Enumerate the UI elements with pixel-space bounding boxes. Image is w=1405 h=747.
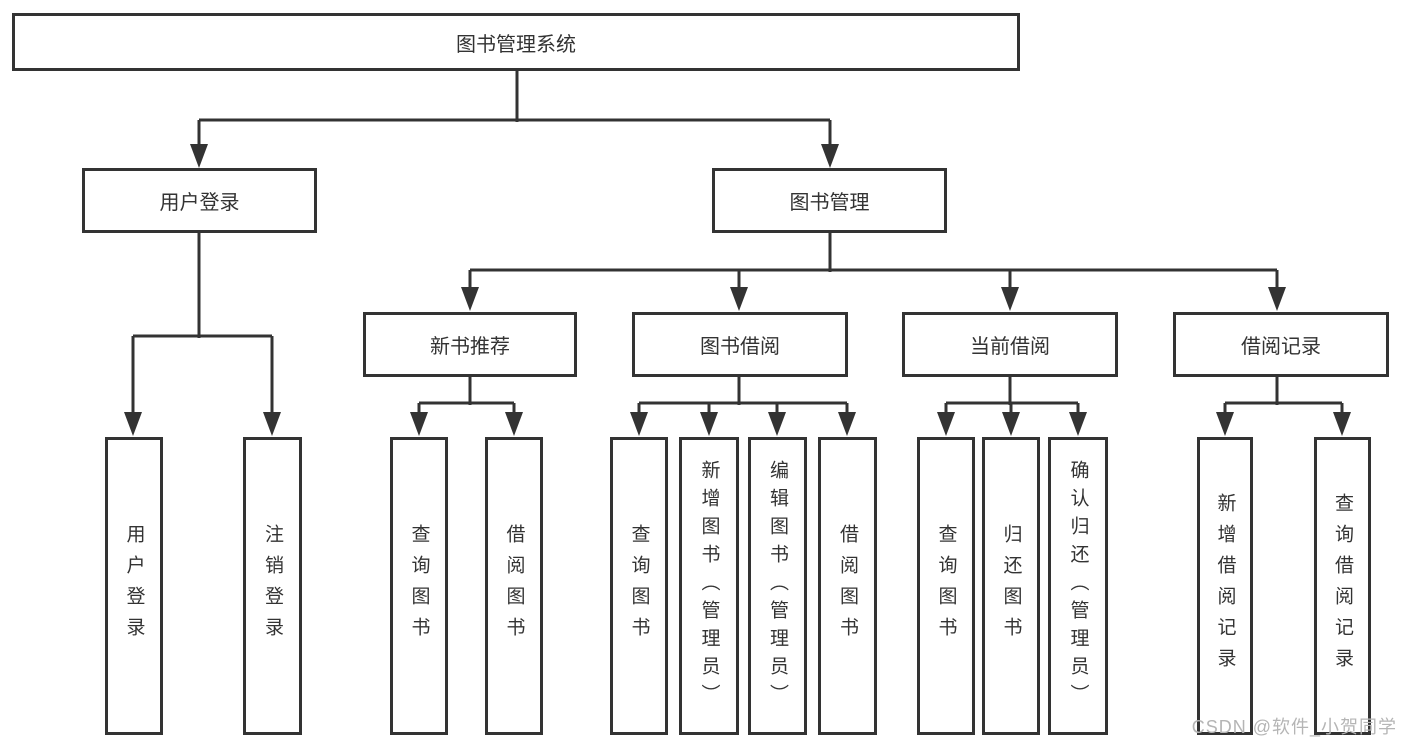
arrowhead-icon bbox=[1333, 412, 1351, 436]
node-label: 用户登录 bbox=[123, 524, 145, 648]
node-label: 图书管理 bbox=[789, 192, 870, 214]
node-label: 编辑图书（管理员） bbox=[767, 460, 788, 712]
node-label: 借阅图书 bbox=[503, 524, 525, 648]
arrowhead-icon bbox=[821, 144, 839, 168]
leaf-add-books-admin: 新增图书（管理员） bbox=[679, 437, 739, 735]
node-book-management: 图书管理 bbox=[712, 168, 947, 233]
node-label: 借阅图书 bbox=[837, 524, 858, 648]
node-label: 查询图书 bbox=[935, 524, 957, 648]
leaf-logout: 注销登录 bbox=[243, 437, 302, 735]
node-label: 新增图书（管理员） bbox=[698, 460, 720, 712]
node-label: 新书推荐 bbox=[430, 336, 510, 358]
node-label: 图书借阅 bbox=[700, 336, 780, 358]
node-label: 归还图书 bbox=[1000, 524, 1022, 648]
arrowhead-icon bbox=[1069, 412, 1087, 436]
connector-current-borrow-children bbox=[944, 377, 1080, 418]
arrowhead-icon bbox=[838, 412, 856, 436]
connector-book-mgmt-children bbox=[468, 233, 1279, 293]
node-current-borrowing: 当前借阅 bbox=[902, 312, 1118, 377]
node-label: 图书管理系统 bbox=[456, 33, 576, 56]
csdn-watermark: CSDN @软件_小贺同学 bbox=[1191, 717, 1397, 737]
connector-new-book-rec-children bbox=[417, 377, 516, 418]
node-label: 查询图书 bbox=[408, 524, 430, 648]
node-root-system: 图书管理系统 bbox=[12, 13, 1020, 71]
node-label: 用户登录 bbox=[159, 192, 240, 214]
node-label: 查询图书 bbox=[628, 524, 650, 648]
arrowheads bbox=[124, 144, 1351, 436]
connector-user-login-children bbox=[131, 233, 274, 418]
node-label: 查询借阅记录 bbox=[1332, 493, 1353, 679]
arrowhead-icon bbox=[937, 412, 955, 436]
arrowhead-icon bbox=[630, 412, 648, 436]
node-new-book-recommend: 新书推荐 bbox=[363, 312, 577, 377]
node-book-borrowing: 图书借阅 bbox=[632, 312, 848, 377]
arrowhead-icon bbox=[1002, 412, 1020, 436]
leaf-return-books: 归还图书 bbox=[982, 437, 1040, 735]
leaf-user-login: 用户登录 bbox=[105, 437, 163, 735]
arrowhead-icon bbox=[1001, 287, 1019, 311]
connector-root-to-level2 bbox=[197, 71, 832, 150]
arrowhead-icon bbox=[730, 287, 748, 311]
arrowhead-icon bbox=[410, 412, 428, 436]
arrowhead-icon bbox=[1268, 287, 1286, 311]
connector-book-borrow-children bbox=[637, 377, 849, 418]
node-borrowing-records: 借阅记录 bbox=[1173, 312, 1389, 377]
leaf-query-borrow-record: 查询借阅记录 bbox=[1314, 437, 1371, 735]
arrowhead-icon bbox=[461, 287, 479, 311]
arrowhead-icon bbox=[263, 412, 281, 436]
leaf-borrow-books: 借阅图书 bbox=[818, 437, 877, 735]
node-label: 当前借阅 bbox=[970, 336, 1050, 358]
arrowhead-icon bbox=[1216, 412, 1234, 436]
arrowhead-icon bbox=[768, 412, 786, 436]
connector-borrow-records-children bbox=[1223, 377, 1344, 418]
node-label: 借阅记录 bbox=[1241, 336, 1321, 358]
node-label: 确认归还（管理员） bbox=[1067, 460, 1089, 712]
node-user-login: 用户登录 bbox=[82, 168, 317, 233]
node-label: 注销登录 bbox=[262, 524, 283, 648]
leaf-confirm-return-admin: 确认归还（管理员） bbox=[1048, 437, 1108, 735]
arrowhead-icon bbox=[700, 412, 718, 436]
leaf-recommend-borrow-books: 借阅图书 bbox=[485, 437, 543, 735]
leaf-add-borrow-record: 新增借阅记录 bbox=[1197, 437, 1253, 735]
arrowhead-icon bbox=[190, 144, 208, 168]
leaf-current-query-books: 查询图书 bbox=[917, 437, 975, 735]
leaf-borrowing-query-books: 查询图书 bbox=[610, 437, 668, 735]
leaf-recommend-query-books: 查询图书 bbox=[390, 437, 448, 735]
node-label: 新增借阅记录 bbox=[1214, 493, 1236, 679]
leaf-edit-books-admin: 编辑图书（管理员） bbox=[748, 437, 807, 735]
arrowhead-icon bbox=[124, 412, 142, 436]
arrowhead-icon bbox=[505, 412, 523, 436]
